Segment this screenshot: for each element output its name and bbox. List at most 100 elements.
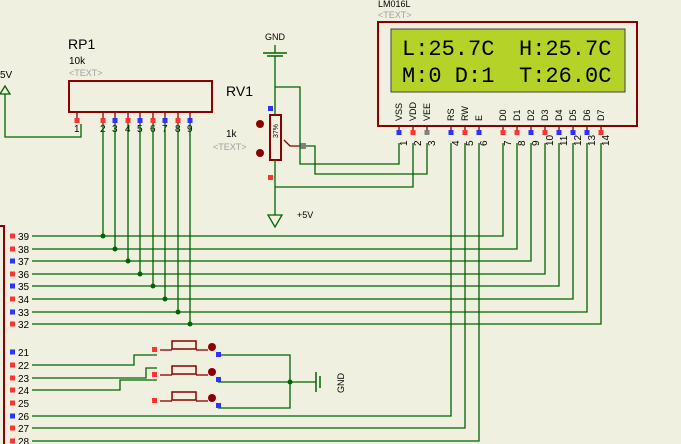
mcu-pin-26[interactable]: [10, 413, 15, 419]
lcd-pin-number: 10: [545, 134, 556, 146]
rv1-inc-dot[interactable]: [256, 120, 264, 128]
button-pin-right[interactable]: [216, 403, 221, 408]
mcu-pin-number: 37: [18, 257, 30, 268]
rp1-pin-9[interactable]: [187, 118, 193, 123]
button-pin-left[interactable]: [152, 347, 157, 352]
vcc-bottom-terminal[interactable]: +5V: [266, 160, 313, 229]
mcu-pin-28[interactable]: [10, 438, 15, 444]
lcd-pin-number: 2: [413, 140, 424, 146]
control-line: [32, 143, 466, 429]
lcd-pin-vdd[interactable]: [410, 130, 416, 135]
rv1-top-pin[interactable]: [268, 106, 273, 111]
lcd-pin-d5[interactable]: [570, 130, 576, 135]
junction-dot: [125, 258, 131, 264]
lcd-pin-d1[interactable]: [514, 130, 520, 135]
rp1-body[interactable]: [68, 80, 213, 113]
push-button-2[interactable]: [152, 365, 221, 382]
lcd-text-placeholder: <TEXT>: [378, 10, 412, 20]
mcu-pin-27[interactable]: [10, 425, 15, 431]
mcu-pin-21[interactable]: [10, 349, 15, 355]
rv1-wiper-pin[interactable]: [300, 143, 306, 149]
vcc-left-terminal[interactable]: 5V: [0, 70, 82, 138]
mcu-pin-25[interactable]: [10, 400, 15, 406]
mcu-pin-number: 22: [18, 361, 30, 372]
lcd-line2-right: T:26.0C: [519, 64, 611, 89]
lcd-screen: [390, 28, 626, 93]
lcd-pin-d3[interactable]: [542, 130, 548, 135]
lcd-pin-d4[interactable]: [556, 130, 562, 135]
lcd-pin-number: 13: [587, 134, 598, 146]
lcd-pin-vee[interactable]: [424, 130, 430, 135]
mcu-pin-39[interactable]: [10, 233, 15, 239]
mcu-pin-34[interactable]: [10, 296, 15, 302]
button-pin-right[interactable]: [216, 377, 221, 382]
lcd-pin-name: VSS: [394, 103, 404, 121]
lcd-pin-d2[interactable]: [528, 130, 534, 135]
rp1-pin-8[interactable]: [175, 118, 181, 123]
rv1-bottom-pin[interactable]: [268, 175, 273, 180]
button-cap-icon[interactable]: [171, 365, 197, 375]
gnd-right-terminal[interactable]: GND: [290, 372, 346, 393]
lcd-pin-e[interactable]: [476, 130, 482, 135]
lcd-pins: VSS1VDD2VEE3RS4RW5E6D07D18D29D310D411D51…: [394, 101, 612, 146]
button-press-dot[interactable]: [208, 343, 216, 351]
rp1-pin-4[interactable]: [125, 118, 131, 123]
button-cap-icon[interactable]: [171, 340, 197, 350]
mcu-pin-37[interactable]: [10, 258, 15, 264]
lcd-pin-d0[interactable]: [500, 130, 506, 135]
gnd-top-terminal[interactable]: GND: [263, 32, 287, 115]
mcu-pin-24[interactable]: [10, 387, 15, 393]
button-press-dot[interactable]: [208, 394, 216, 402]
lcd-pin-number: 5: [465, 140, 476, 146]
lcd-pin-rw[interactable]: [462, 130, 468, 135]
rp1-pin-6[interactable]: [150, 118, 156, 123]
mcu-pin-35[interactable]: [10, 283, 15, 289]
button-pin-left[interactable]: [152, 372, 157, 377]
lcd-pin-d7[interactable]: [598, 130, 604, 135]
push-buttons[interactable]: [152, 340, 221, 408]
rp1-pin-3[interactable]: [112, 118, 118, 123]
gnd-right-label: GND: [336, 373, 346, 394]
button-cap-icon[interactable]: [171, 391, 197, 401]
mcu-pin-36[interactable]: [10, 271, 15, 277]
rv1-potentiometer[interactable]: RV1 1k <TEXT> 37%: [213, 83, 306, 180]
button-pin-right[interactable]: [216, 352, 221, 357]
junction-dot: [162, 296, 168, 302]
lcd-power-wires: [275, 86, 428, 188]
rv1-wiper-arrow-icon: [283, 139, 300, 147]
button-pin-left[interactable]: [152, 398, 157, 403]
lcd-pin-vss[interactable]: [396, 130, 402, 135]
lcd-pin-name: D3: [540, 109, 550, 121]
rp1-pin-7[interactable]: [162, 118, 168, 123]
rp1-pin-2[interactable]: [100, 118, 106, 123]
vcc-left-label: 5V: [0, 70, 13, 81]
mcu-pin-38[interactable]: [10, 246, 15, 252]
push-button-3[interactable]: [152, 391, 221, 408]
lcd-pin-d6[interactable]: [584, 130, 590, 135]
lcd-pin-name: D6: [582, 109, 592, 121]
lcd-lm016l[interactable]: LM016L <TEXT> L:25.7C H:25.7C M:0 D:1 T:…: [377, 0, 638, 146]
rv1-value-label: 1k: [226, 129, 238, 140]
junction-dot: [100, 233, 106, 239]
rp1-pin-1[interactable]: [74, 118, 80, 123]
button-press-dot[interactable]: [208, 368, 216, 376]
lcd-pin-rs[interactable]: [448, 130, 454, 135]
mcu-pin-33[interactable]: [10, 309, 15, 315]
mcu-pin-32[interactable]: [10, 321, 15, 327]
data-bus-line: [32, 143, 574, 300]
lcd-pin-number: 8: [517, 140, 528, 146]
data-bus-line: [32, 143, 518, 250]
rp1-pin-5[interactable]: [137, 118, 143, 123]
mcu-pin-22[interactable]: [10, 362, 15, 368]
mcu-pin-number: 28: [18, 437, 30, 444]
lcd-pin-name: E: [474, 115, 484, 121]
rv1-dec-dot[interactable]: [256, 149, 264, 157]
mcu-pin-23[interactable]: [10, 375, 15, 381]
push-button-1[interactable]: [152, 340, 221, 357]
mcu-pin-number: 25: [18, 399, 30, 410]
